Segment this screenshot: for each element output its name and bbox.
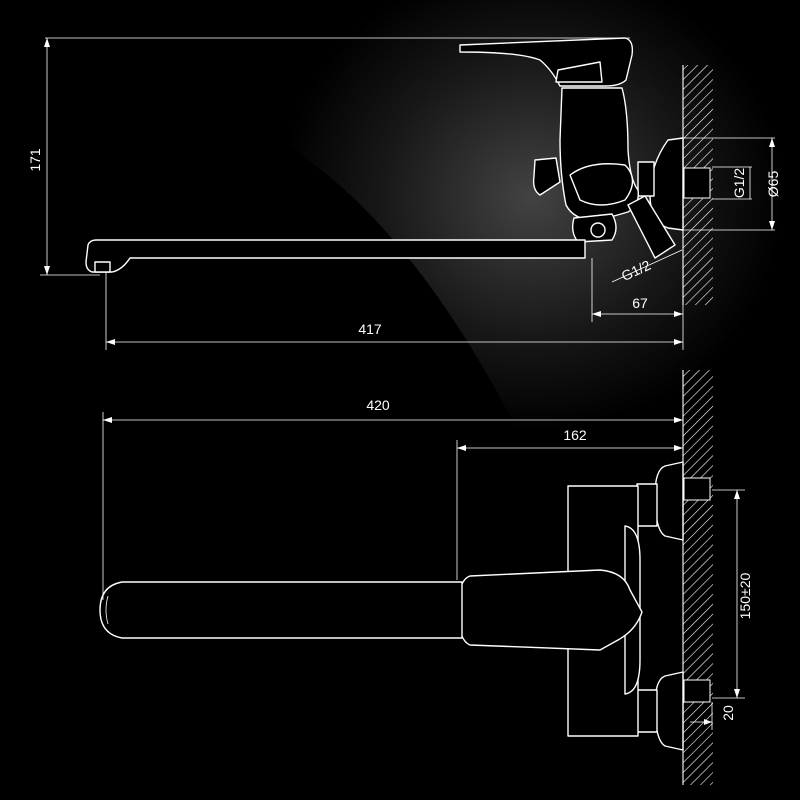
flange-lower	[654, 671, 684, 751]
dim-height-label: 171	[27, 148, 43, 172]
nut	[637, 161, 655, 197]
spout-top	[99, 581, 463, 639]
background-glow	[240, 0, 800, 520]
wall-hatch-top	[683, 370, 713, 785]
lever-handle-top	[457, 569, 643, 651]
inlet-pipe	[627, 195, 676, 259]
top-view: 420 162 150±20 20	[99, 370, 753, 785]
aerator	[94, 261, 111, 273]
spout	[85, 239, 586, 273]
diverter-knob	[532, 157, 561, 196]
dim-reach-side-label: 417	[358, 321, 382, 337]
dim-body-depth-label: 162	[563, 427, 587, 443]
dim-reach-top-label: 420	[366, 397, 390, 413]
dim-inlet-offset-label: 67	[632, 295, 648, 311]
dim-center-distance-label: 150±20	[737, 572, 753, 619]
flange-upper	[654, 461, 684, 541]
dim-flange-diameter-label: Ø65	[765, 171, 781, 198]
dim-thread-side-label: G1/2	[731, 168, 747, 199]
dim-inlet-depth-label: 20	[720, 705, 736, 721]
